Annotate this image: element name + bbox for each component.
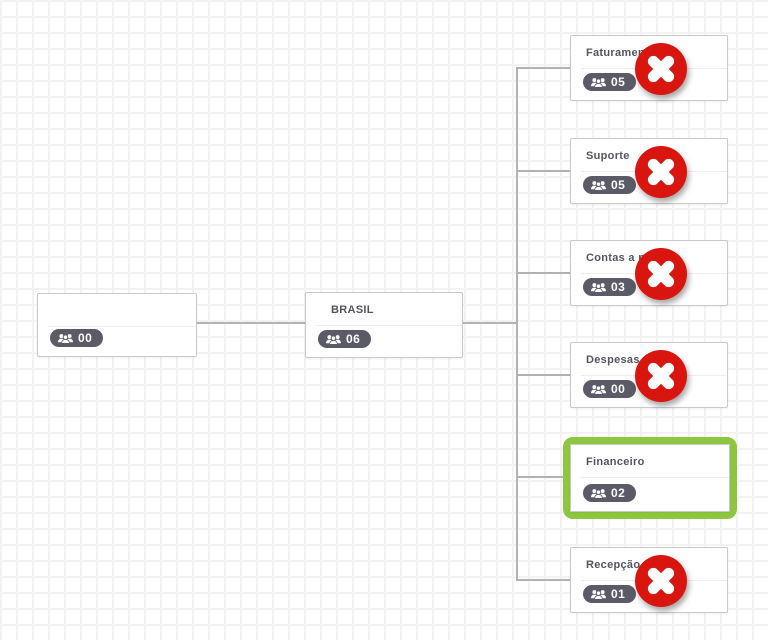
org-node-financeiro[interactable]: Financeiro 02 — [570, 444, 730, 512]
users-icon — [591, 77, 606, 88]
users-icon — [58, 333, 73, 344]
member-count: 05 — [611, 75, 626, 89]
org-node-faturamento[interactable]: Faturamento 05 — [570, 35, 728, 101]
users-icon — [591, 488, 606, 499]
delete-x-circle-icon[interactable] — [635, 43, 687, 95]
users-icon — [591, 180, 606, 191]
org-node-recepcao[interactable]: Recepção 01 — [570, 547, 728, 613]
member-count-badge: 03 — [583, 278, 637, 296]
member-count: 02 — [611, 486, 626, 500]
connector-line — [517, 476, 563, 478]
org-node-root[interactable]: 00 — [37, 293, 197, 357]
member-count: 03 — [611, 280, 626, 294]
member-count-badge: 01 — [583, 585, 637, 603]
node-title: BRASIL — [331, 304, 374, 316]
delete-x-circle-icon[interactable] — [635, 248, 687, 300]
member-count: 06 — [346, 332, 361, 346]
node-title: Recepção — [586, 559, 641, 571]
node-divider — [581, 477, 729, 478]
member-count-badge: 00 — [50, 329, 104, 347]
member-count: 00 — [78, 331, 93, 345]
member-count-badge: 05 — [583, 73, 637, 91]
org-node-contas-a-pagar[interactable]: Contas a pagar 03 — [570, 240, 728, 306]
connector-line — [197, 322, 305, 324]
member-count: 05 — [611, 178, 626, 192]
highlight-ring: Financeiro 02 — [563, 437, 737, 519]
org-node-despesas[interactable]: Despesas 00 — [570, 342, 728, 408]
member-count: 01 — [611, 587, 626, 601]
delete-x-circle-icon[interactable] — [635, 350, 687, 402]
users-icon — [591, 589, 606, 600]
connector-line — [517, 374, 570, 376]
org-node-suporte[interactable]: Suporte 05 — [570, 138, 728, 204]
connector-line — [517, 579, 570, 581]
connector-line — [463, 322, 517, 324]
member-count-badge: 06 — [318, 330, 372, 348]
connector-line — [517, 67, 570, 69]
users-icon — [591, 384, 606, 395]
member-count-badge: 00 — [583, 380, 637, 398]
delete-x-circle-icon[interactable] — [635, 146, 687, 198]
connector-line — [517, 170, 570, 172]
member-count-badge: 05 — [583, 176, 637, 194]
org-node-brasil[interactable]: BRASIL 06 — [305, 292, 463, 358]
connector-trunk-line — [516, 67, 518, 581]
node-divider — [316, 325, 462, 326]
users-icon — [326, 334, 341, 345]
delete-x-circle-icon[interactable] — [635, 555, 687, 607]
node-title: Financeiro — [586, 456, 645, 468]
node-divider — [48, 326, 196, 327]
node-title: Despesas — [586, 354, 640, 366]
node-title: Suporte — [586, 150, 630, 162]
member-count: 00 — [611, 382, 626, 396]
connector-line — [517, 272, 570, 274]
users-icon — [591, 282, 606, 293]
member-count-badge: 02 — [583, 484, 637, 502]
node-title — [38, 294, 196, 305]
